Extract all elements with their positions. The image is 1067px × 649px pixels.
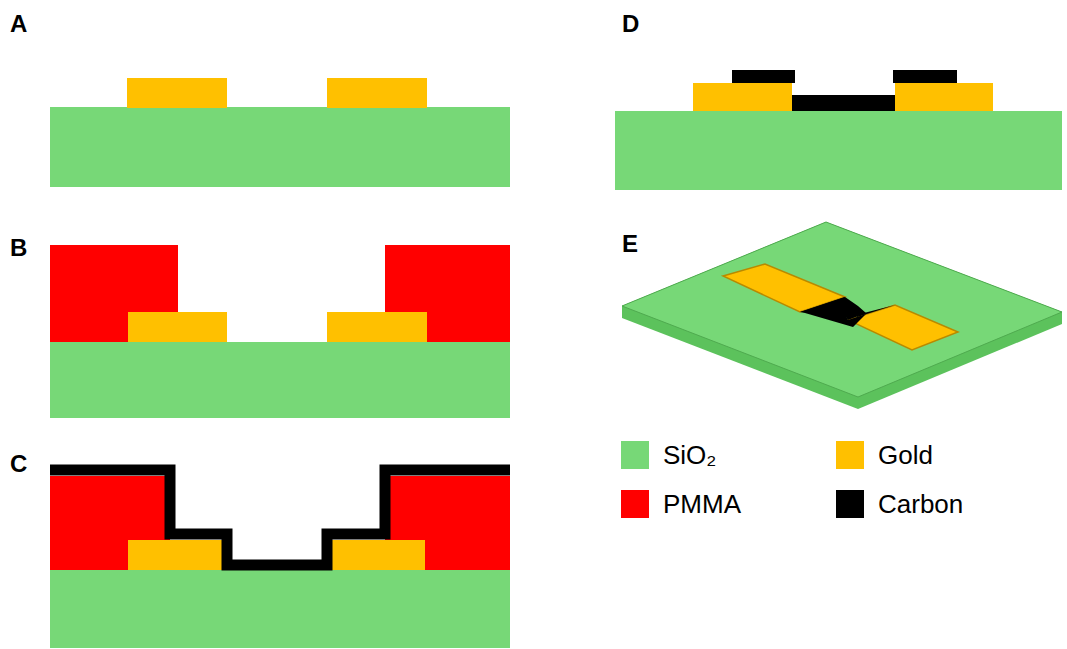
panel-label: E: [622, 232, 638, 256]
carbon-bowtie: [800, 297, 866, 327]
substrate: [50, 342, 510, 418]
carbon-layer: [792, 95, 895, 111]
gold-electrode: [693, 83, 792, 111]
legend-swatch: [836, 441, 864, 469]
gold-electrode: [128, 540, 224, 570]
carbon-layer: [893, 70, 957, 83]
substrate: [50, 107, 510, 187]
panel-label: D: [622, 12, 639, 36]
legend-text: Gold: [878, 442, 933, 468]
gold-electrode: [327, 312, 427, 342]
legend-item: Carbon: [836, 490, 963, 518]
carbon-layer: [50, 470, 510, 565]
substrate: [50, 570, 510, 648]
gold-electrode: [128, 312, 227, 342]
legend-item: Gold: [836, 441, 933, 469]
legend-text: PMMA: [663, 491, 741, 517]
substrate: [622, 222, 1062, 397]
legend-item: SiO₂: [621, 441, 716, 469]
carbon-layer: [732, 70, 795, 83]
carbon-bowtie: [800, 297, 866, 320]
gold-electrode: [895, 83, 993, 111]
substrate-edge: [622, 222, 1062, 409]
legend-swatch: [836, 490, 864, 518]
carbon-bowtie: [848, 305, 895, 320]
gold-electrode: [330, 540, 425, 570]
legend-swatch: [621, 441, 649, 469]
legend-swatch: [621, 490, 649, 518]
panel-label: B: [10, 236, 27, 260]
panel-label: C: [10, 452, 27, 476]
legend-text: Carbon: [878, 491, 963, 517]
legend-item: PMMA: [621, 490, 741, 518]
panel-label: A: [10, 12, 27, 36]
gold-electrode: [127, 78, 227, 108]
gold-electrode: [327, 78, 427, 108]
substrate: [615, 111, 1062, 190]
legend-text: SiO₂: [663, 442, 716, 468]
